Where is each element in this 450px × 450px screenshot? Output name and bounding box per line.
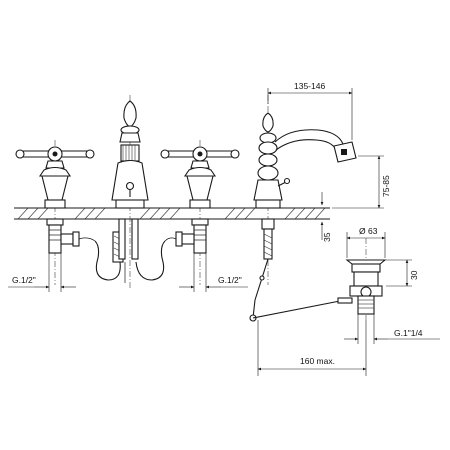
waste-height-label: 30 — [409, 270, 419, 280]
left-valve — [15, 140, 96, 285]
swivel-spout — [249, 95, 357, 322]
dim-waste-diameter: Ø 63 — [346, 226, 386, 258]
waste-diameter-label: Ø 63 — [359, 226, 378, 236]
dim-deck-thickness: 35 — [320, 192, 332, 242]
waste-thread-label: G.1"1/4 — [394, 328, 423, 338]
dim-thread-center: G.1/2" — [179, 253, 248, 292]
countertop — [14, 207, 330, 220]
pullrod-label: 160 max. — [300, 356, 335, 366]
dim-waste-height: 30 — [386, 259, 419, 287]
popup-waste — [337, 238, 387, 320]
dim-spout-reach: 135-146 — [267, 81, 353, 140]
right-hose — [135, 240, 166, 281]
thread-center-label: G.1/2" — [218, 275, 242, 285]
dim-pullrod: 160 max. — [257, 320, 367, 376]
dim-waste-thread: G.1"1/4 — [344, 314, 440, 344]
spout-height-label: 75-85 — [381, 175, 391, 197]
deck-thickness-label: 35 — [322, 232, 332, 242]
right-valve — [160, 140, 240, 285]
dim-spout-height: 75-85 — [332, 155, 391, 209]
center-mixer — [111, 95, 149, 290]
dim-thread-left: G.1/2" — [8, 253, 76, 292]
thread-left-label: G.1/2" — [12, 275, 36, 285]
spout-reach-label: 135-146 — [294, 81, 325, 91]
